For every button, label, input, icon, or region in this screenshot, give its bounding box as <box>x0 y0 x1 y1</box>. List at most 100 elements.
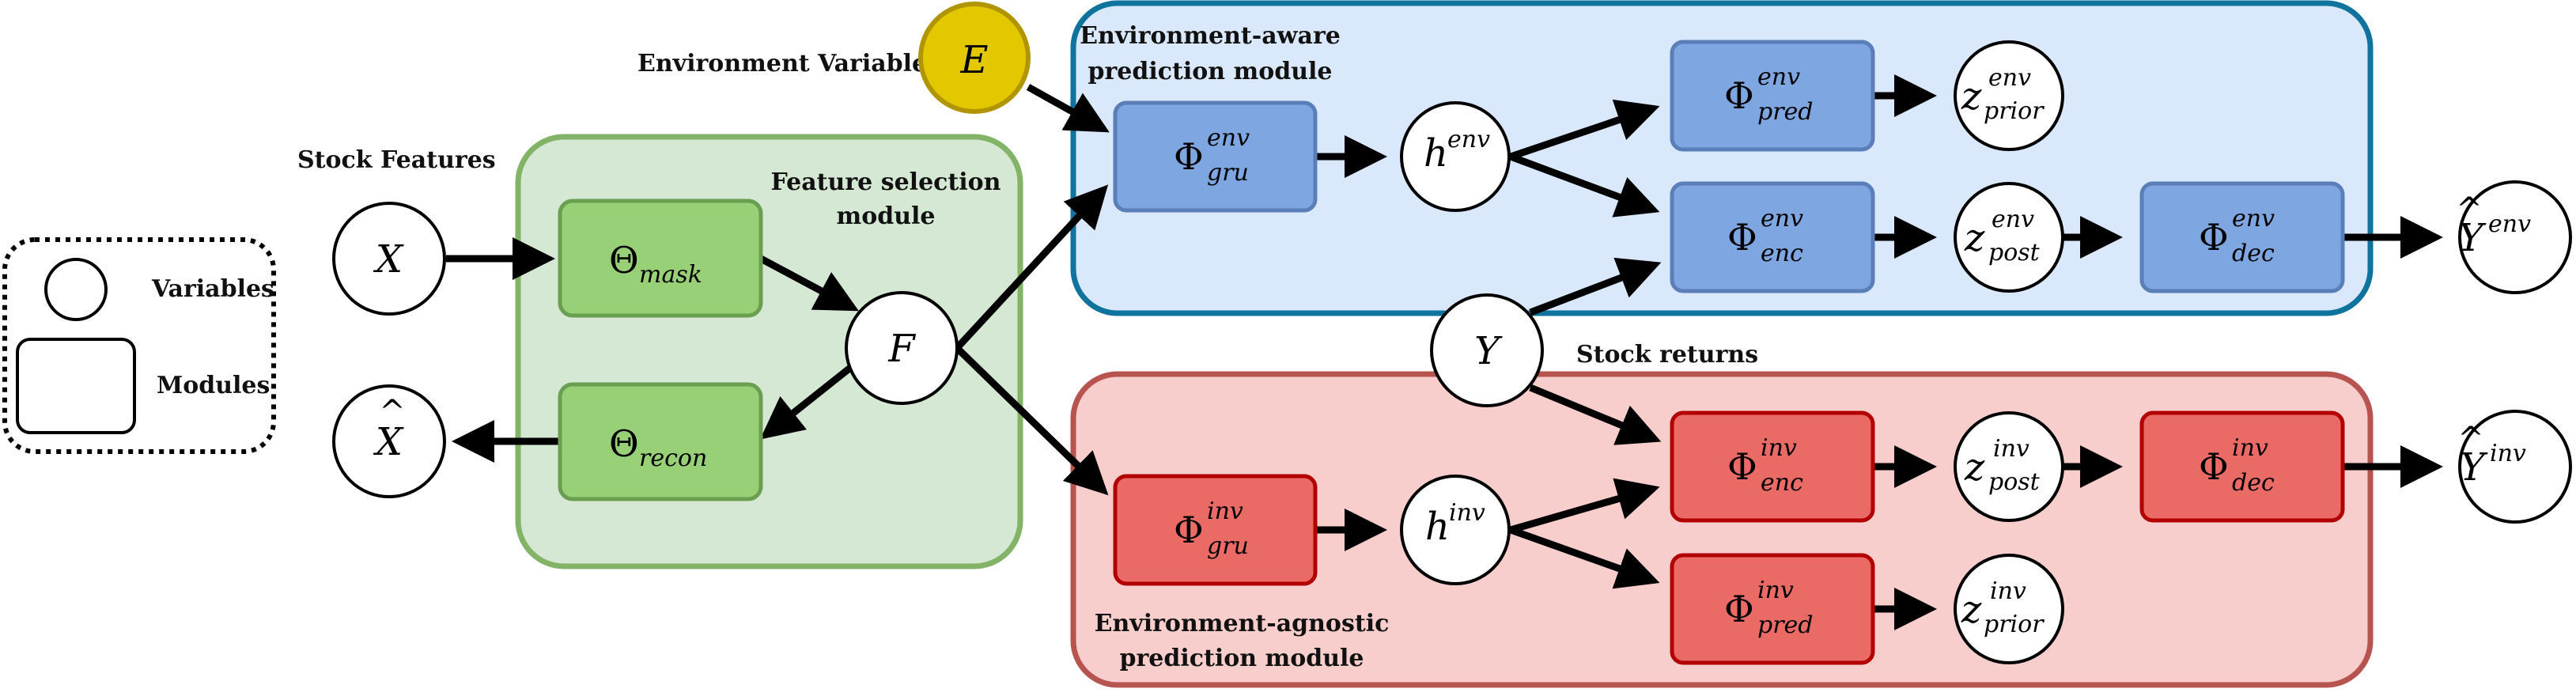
svg-text:z: z <box>1961 588 1982 632</box>
svg-text:inv: inv <box>1207 497 1243 525</box>
node-h-env: h env <box>1400 101 1511 212</box>
svg-text:Y: Y <box>2458 216 2487 260</box>
module-phi-gru-inv: Φ inv gru <box>1113 474 1318 586</box>
svg-text:inv: inv <box>1993 435 2029 463</box>
edge-y-to-enc-inv <box>1529 384 1662 445</box>
env-aware-title-2: prediction module <box>1088 58 1332 85</box>
feature-selection-title-2: module <box>836 202 935 230</box>
stock-returns-label: Stock returns <box>1576 341 1758 369</box>
svg-text:env: env <box>2232 205 2275 233</box>
hat-mark: ^ <box>379 394 406 430</box>
svg-text:E: E <box>959 38 988 82</box>
svg-text:F: F <box>887 327 916 371</box>
node-x: X <box>332 202 446 316</box>
svg-text:h: h <box>1424 131 1448 176</box>
svg-text:Φ: Φ <box>2199 216 2229 259</box>
svg-text:Φ: Φ <box>1727 445 1757 488</box>
svg-text:env: env <box>1992 206 2034 233</box>
svg-text:gru: gru <box>1207 532 1249 560</box>
module-phi-pred-inv: Φ inv pred <box>1670 553 1875 665</box>
svg-text:env: env <box>2488 210 2531 238</box>
node-f: F <box>845 291 959 405</box>
node-y-hat-inv: Y ^ inv <box>2457 410 2572 524</box>
env-agnostic-title-2: prediction module <box>1119 645 1364 672</box>
node-y: Y <box>1430 293 1544 407</box>
node-z-prior-env: z env prior <box>1954 40 2064 151</box>
edge-hinv-to-enc-inv <box>1509 478 1660 534</box>
svg-text:X: X <box>373 237 404 282</box>
svg-text:Θ: Θ <box>609 422 639 465</box>
env-aware-title-1: Environment-aware <box>1080 22 1341 50</box>
svg-text:X: X <box>373 420 404 464</box>
svg-text:pred: pred <box>1757 98 1814 126</box>
svg-text:inv: inv <box>1761 434 1797 462</box>
svg-text:inv: inv <box>1757 577 1794 604</box>
svg-text:Φ: Φ <box>1724 74 1754 117</box>
svg-text:z: z <box>1964 216 1985 260</box>
svg-text:post: post <box>1988 239 2041 267</box>
legend-variable-circle <box>44 258 108 321</box>
svg-text:pred: pred <box>1757 611 1814 639</box>
edge-henv-to-enc-env <box>1509 153 1660 218</box>
edge-hinv-to-pred-inv <box>1509 526 1660 589</box>
edge-e-to-gru-env <box>1026 84 1110 133</box>
module-phi-pred-env: Φ env pred <box>1670 40 1875 152</box>
legend: Variables Modules <box>2 237 276 454</box>
svg-text:z: z <box>1964 445 1985 490</box>
module-phi-gru-env: Φ env gru <box>1113 100 1318 213</box>
edge-y-to-enc-env <box>1529 257 1662 316</box>
svg-text:env: env <box>1757 63 1800 91</box>
node-y-hat-env: Y ^ env <box>2456 180 2572 294</box>
module-phi-enc-inv: Φ inv enc <box>1670 410 1875 523</box>
svg-text:h: h <box>1425 505 1450 549</box>
legend-modules-label: Modules <box>157 372 270 399</box>
svg-text:enc: enc <box>1761 469 1803 497</box>
node-e: E <box>918 2 1031 114</box>
svg-text:Θ: Θ <box>609 239 639 282</box>
hat-mark: ^ <box>2457 421 2484 457</box>
svg-text:mask: mask <box>639 261 702 289</box>
edge-f-to-recon <box>759 365 853 440</box>
svg-text:env: env <box>1761 205 1803 233</box>
svg-text:Φ: Φ <box>1724 588 1754 630</box>
svg-text:env: env <box>1207 124 1250 152</box>
node-x-hat: X ^ <box>332 384 446 498</box>
node-h-inv: h inv <box>1400 475 1511 585</box>
module-phi-dec-env: Φ env dec <box>2139 181 2345 293</box>
node-z-post-inv: z inv post <box>1954 411 2064 522</box>
edge-mask-to-f <box>758 255 859 312</box>
node-z-post-env: z env post <box>1954 182 2064 293</box>
svg-text:env: env <box>1988 64 2031 92</box>
edges <box>446 74 2443 630</box>
svg-text:Y: Y <box>1474 329 1503 373</box>
module-phi-dec-inv: Φ inv dec <box>2139 410 2345 523</box>
svg-text:Φ: Φ <box>1174 135 1204 178</box>
edge-f-to-gru-env <box>954 184 1109 351</box>
edge-f-to-gru-inv <box>954 345 1109 496</box>
svg-text:prior: prior <box>1984 611 2045 638</box>
svg-text:gru: gru <box>1207 159 1249 187</box>
environment-variable-label: Environment Variable <box>637 50 927 78</box>
svg-text:inv: inv <box>2232 434 2268 462</box>
module-theta-recon: Θ recon <box>558 382 763 501</box>
svg-text:dec: dec <box>2232 469 2275 497</box>
module-theta-mask: Θ mask <box>558 199 763 318</box>
node-z-prior-inv: z inv prior <box>1954 554 2064 664</box>
svg-text:Φ: Φ <box>1174 509 1204 551</box>
svg-text:Y: Y <box>2460 445 2488 490</box>
svg-text:recon: recon <box>639 444 707 472</box>
svg-text:env: env <box>1447 126 1490 153</box>
module-phi-enc-env: Φ env enc <box>1670 181 1875 293</box>
feature-selection-title-1: Feature selection <box>771 168 1001 196</box>
legend-module-box <box>16 338 136 434</box>
svg-text:enc: enc <box>1761 240 1803 267</box>
legend-variables-label: Variables <box>151 275 274 303</box>
env-agnostic-title-1: Environment-agnostic <box>1095 610 1390 637</box>
edge-henv-to-pred-env <box>1509 99 1660 161</box>
svg-text:inv: inv <box>2490 440 2526 467</box>
svg-text:post: post <box>1988 468 2041 496</box>
hat-mark: ^ <box>2456 191 2483 228</box>
svg-text:Φ: Φ <box>1727 216 1757 259</box>
stock-features-label: Stock Features <box>297 146 496 174</box>
